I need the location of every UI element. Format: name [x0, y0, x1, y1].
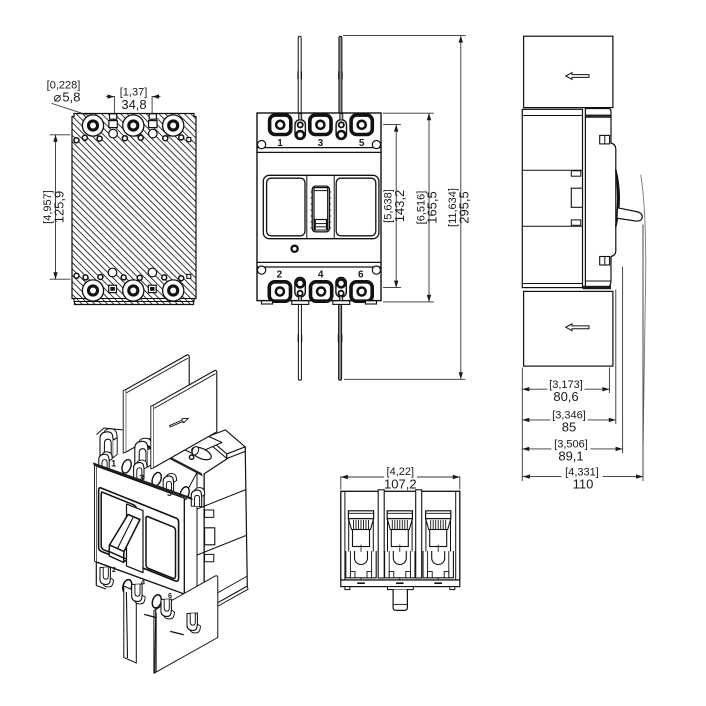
svg-text:89,1: 89,1	[558, 449, 583, 464]
svg-text:[0,228]: [0,228]	[47, 80, 81, 92]
svg-text:2: 2	[112, 565, 116, 574]
svg-text:[3,346]: [3,346]	[552, 410, 586, 422]
svg-text:165,5: 165,5	[425, 191, 440, 224]
svg-text:[3,173]: [3,173]	[549, 379, 583, 391]
svg-text:6: 6	[358, 270, 364, 281]
svg-text:110: 110	[573, 476, 594, 491]
svg-text:[5,638]: [5,638]	[383, 189, 395, 223]
svg-text:34,8: 34,8	[121, 97, 146, 112]
svg-text:[4,331]: [4,331]	[565, 466, 599, 478]
svg-text:1: 1	[277, 138, 283, 149]
svg-text:80,6: 80,6	[553, 389, 578, 404]
svg-text:3: 3	[139, 473, 144, 483]
svg-text:1: 1	[111, 459, 116, 469]
svg-text:143,2: 143,2	[392, 190, 407, 223]
svg-text:[1,37]: [1,37]	[120, 87, 148, 99]
svg-text:125,9: 125,9	[52, 191, 67, 224]
svg-text:4: 4	[141, 578, 145, 587]
svg-text:295,5: 295,5	[456, 191, 471, 224]
svg-text:[11,634]: [11,634]	[447, 188, 459, 227]
svg-text:2: 2	[277, 270, 283, 281]
svg-text:107,2: 107,2	[384, 477, 417, 492]
svg-text:[3,506]: [3,506]	[554, 439, 588, 451]
svg-text:[6,516]: [6,516]	[415, 191, 427, 225]
svg-text:4: 4	[318, 270, 324, 281]
svg-text:85: 85	[562, 420, 576, 435]
svg-text:6: 6	[168, 591, 172, 600]
svg-text:[4,957]: [4,957]	[42, 190, 54, 224]
svg-text:5: 5	[359, 138, 365, 149]
svg-text:⌀ 5,8: ⌀ 5,8	[54, 90, 81, 105]
svg-text:3: 3	[318, 138, 324, 149]
svg-text:5: 5	[167, 488, 172, 498]
svg-text:[4,22]: [4,22]	[387, 466, 415, 478]
